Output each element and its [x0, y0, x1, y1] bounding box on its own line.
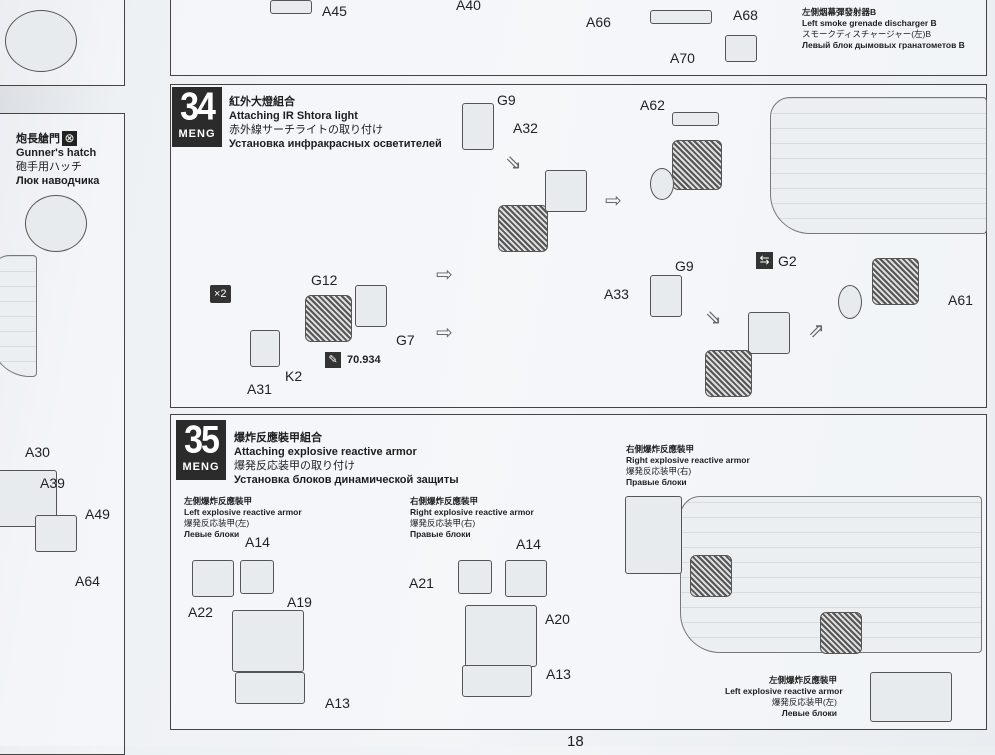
step-34-title: 紅外大燈組合 Attaching IR Shtora light 赤外線サーチラ…: [229, 96, 442, 150]
part-label: K2: [285, 368, 303, 384]
part-label: A66: [586, 14, 611, 30]
right-era-caption-turret: 右側爆炸反應裝甲 Right explosive reactive armor …: [626, 444, 750, 487]
arrow-icon: ⇨: [605, 190, 622, 212]
arrow-icon: ⇘: [505, 152, 522, 174]
shtora-light-drawing: [705, 350, 752, 397]
era-block-drawing: [870, 672, 952, 722]
left-era-caption-turret: 左側爆炸反應裝甲 Left explosive reactive armor 爆…: [725, 675, 843, 718]
bracket-drawing: [650, 275, 682, 317]
part-label: A32: [513, 120, 538, 136]
hull-drawing: [0, 255, 37, 377]
quantity-badge: ×2: [210, 285, 231, 303]
bracket-drawing: [462, 103, 494, 150]
era-block-drawing: [458, 560, 492, 594]
part-label: A31: [247, 381, 272, 397]
part-label: A19: [287, 594, 312, 610]
shtora-light-drawing: [672, 140, 722, 190]
part-label: G9: [497, 92, 516, 108]
hatch-drawing: [25, 195, 87, 252]
shtora-light-drawing: [305, 295, 352, 342]
lens-drawing: [838, 285, 862, 319]
step-34-badge: 34 MENG: [172, 85, 222, 147]
arrow-icon: ⇨: [436, 322, 453, 344]
part-label: G7: [396, 332, 415, 348]
era-block-drawing: [505, 560, 547, 597]
discharger-drawing: [650, 10, 712, 24]
part-label: A39: [40, 475, 65, 491]
era-block-drawing: [192, 560, 234, 597]
era-block-drawing: [462, 665, 532, 697]
left-era-caption: 左側爆炸反應裝甲 Left explosive reactive armor 爆…: [184, 496, 302, 539]
shtora-light-drawing: [820, 612, 862, 654]
paint-code: 70.934: [347, 354, 381, 366]
no-glue-icon: ⊗: [62, 131, 77, 146]
part-label: A45: [322, 3, 347, 19]
part-label: G2: [778, 253, 797, 269]
gunner-hatch-caption: 炮長艙門 Gunner's hatch 砲手用ハッチ Люк наводчика: [16, 133, 100, 187]
part-label: A62: [640, 97, 665, 113]
era-block-drawing: [240, 560, 274, 594]
arrow-icon: ⇗: [808, 320, 825, 342]
paint-icon: ✎: [325, 352, 341, 368]
part-label: A20: [545, 611, 570, 627]
bracket-drawing: [355, 285, 387, 327]
hatch-drawing: [5, 10, 77, 72]
bracket-drawing: [672, 112, 719, 126]
part-label: A21: [409, 575, 434, 591]
part-label: A70: [670, 50, 695, 66]
era-block-drawing: [232, 610, 304, 672]
part-label: G12: [311, 272, 338, 288]
part-label: A14: [245, 534, 270, 550]
part-label: A30: [25, 444, 50, 460]
part-label: A68: [733, 7, 758, 23]
part-label: A33: [604, 286, 629, 302]
part-label: A61: [948, 292, 973, 308]
page-number: 18: [567, 733, 584, 750]
part-label: A13: [325, 695, 350, 711]
era-block-drawing: [235, 672, 305, 704]
shtora-light-drawing: [690, 555, 732, 597]
era-block-drawing: [465, 605, 537, 667]
discharger-drawing: [725, 35, 757, 62]
part-label: A40: [456, 0, 481, 13]
turret-drawing: [770, 97, 987, 234]
part-label: A13: [546, 666, 571, 682]
smoke-discharger-caption: 左側烟幕彈發射器B Left smoke grenade discharger …: [802, 7, 965, 50]
lens-drawing: [250, 330, 280, 367]
shtora-light-drawing: [498, 205, 548, 252]
right-era-caption: 右側爆炸反應裝甲 Right explosive reactive armor …: [410, 496, 534, 539]
step-35-title: 爆炸反應裝甲組合 Attaching explosive reactive ar…: [234, 432, 459, 486]
arrow-icon: ⇨: [436, 264, 453, 286]
era-block-drawing: [625, 496, 682, 574]
part-label: A64: [75, 573, 100, 589]
armor-drawing: [35, 515, 77, 552]
bracket-drawing: [748, 312, 790, 354]
part-drawing: [270, 0, 312, 14]
part-label: A22: [188, 604, 213, 620]
arrow-icon: ⇘: [705, 307, 722, 329]
part-label: A14: [516, 536, 541, 552]
shtora-light-drawing: [872, 258, 919, 305]
lens-drawing: [650, 168, 674, 200]
part-label: A49: [85, 506, 110, 522]
step-35-badge: 35 MENG: [176, 418, 226, 480]
part-label: G9: [675, 258, 694, 274]
swap-icon: ⇆: [756, 252, 773, 269]
bracket-drawing: [545, 170, 587, 212]
